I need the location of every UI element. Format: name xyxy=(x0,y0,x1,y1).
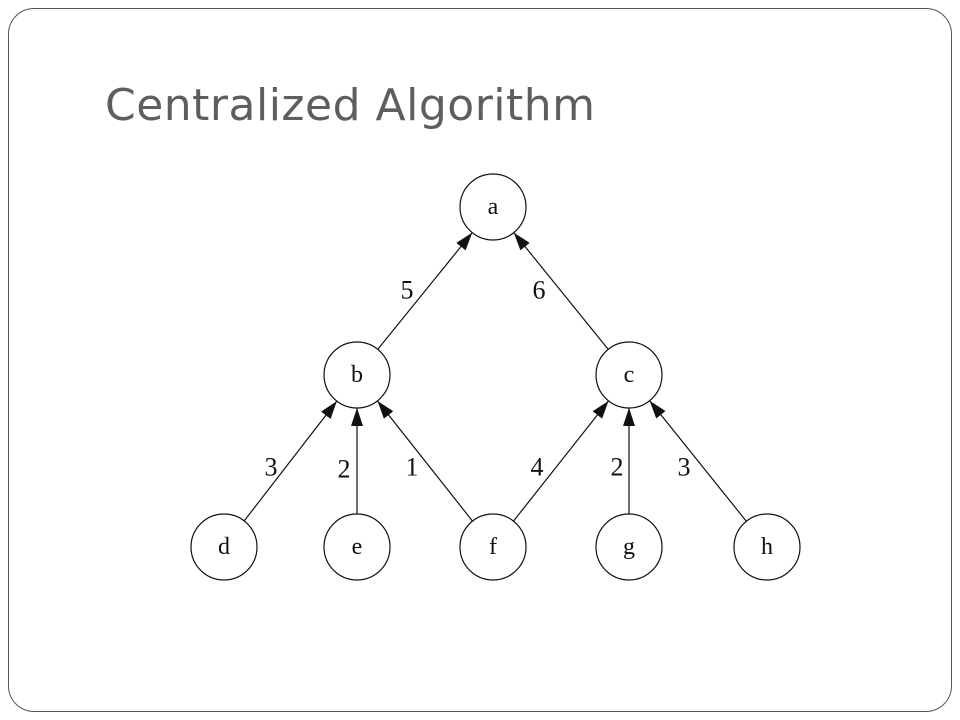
edge-f-c xyxy=(512,400,610,522)
node-d xyxy=(190,513,258,581)
edge-d-b xyxy=(243,400,338,522)
node-label-a: a xyxy=(488,194,499,220)
node-label-g: g xyxy=(623,534,635,560)
node-b xyxy=(323,341,391,409)
edge-f-b xyxy=(376,400,474,522)
edge-label-c-a: 6 xyxy=(533,276,546,305)
edge-b-a xyxy=(377,232,473,350)
node-label-c: c xyxy=(624,362,635,388)
node-a xyxy=(459,173,527,241)
node-g xyxy=(595,513,663,581)
edge-label-f-b: 1 xyxy=(406,453,419,482)
edge-label-f-c: 4 xyxy=(531,453,544,482)
edge-c-a xyxy=(513,232,609,350)
node-label-d: d xyxy=(218,534,230,560)
node-label-h: h xyxy=(761,534,773,560)
node-e xyxy=(323,513,391,581)
edge-label-b-a: 5 xyxy=(401,276,414,305)
node-f xyxy=(459,513,527,581)
node-label-b: b xyxy=(351,362,363,388)
node-label-e: e xyxy=(352,534,363,560)
edge-label-e-b: 2 xyxy=(338,455,351,484)
node-label-f: f xyxy=(489,534,497,560)
node-c xyxy=(595,341,663,409)
edge-label-h-c: 3 xyxy=(678,453,691,482)
edge-label-g-c: 2 xyxy=(611,453,624,482)
slide-frame xyxy=(8,8,952,712)
edge-h-c xyxy=(649,400,747,522)
edge-label-d-b: 3 xyxy=(265,453,278,482)
node-h xyxy=(733,513,801,581)
slide-title: Centralized Algorithm xyxy=(105,80,596,131)
